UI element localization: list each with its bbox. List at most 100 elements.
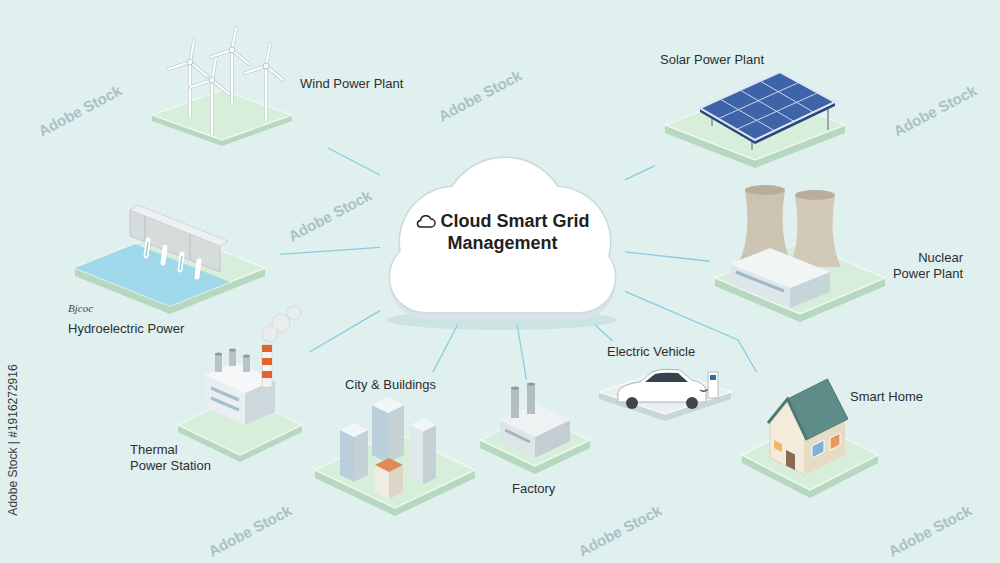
stock-id-watermark: Adobe Stock | #1916272916 [5, 364, 19, 515]
thermal-plant-node: Thermal Power Station [125, 345, 310, 480]
connector-line [625, 166, 655, 180]
city-buildings [410, 425, 423, 485]
thermal-plant [243, 355, 250, 358]
factory-building [500, 383, 570, 459]
smart-house [786, 450, 795, 470]
city-node: City & Buildings [315, 372, 480, 519]
city-buildings [340, 430, 354, 482]
electric-car [686, 397, 698, 409]
nuclear-plant [730, 185, 841, 308]
factory-building [527, 384, 535, 414]
node-label: Thermal Power Station [130, 442, 214, 474]
stock-watermark: Adobe Stock [205, 501, 294, 559]
factory-node: Factory [478, 380, 593, 500]
node-label: Solar Power Plant [660, 52, 764, 68]
thermal-plant [262, 371, 272, 378]
stock-watermark: Adobe Stock [890, 81, 979, 139]
ground-tile [75, 90, 885, 516]
electric-car [645, 373, 688, 382]
factory-building [505, 430, 530, 442]
cloud-fill [390, 158, 615, 312]
ground-tile [152, 90, 292, 140]
node-label: Hydroelectric Power [68, 321, 184, 337]
connector-line [328, 148, 380, 175]
stock-watermark: Adobe Stock [35, 81, 124, 139]
stock-watermark: Adobe Stock [885, 501, 974, 559]
electric-car [710, 375, 716, 380]
electric-car [626, 397, 638, 409]
connector-line [625, 291, 756, 372]
wind-turbines [245, 44, 283, 121]
smart-home-node: Smart Home [740, 372, 926, 502]
solar-panel [720, 99, 775, 131]
solar-panel [740, 90, 795, 122]
factory-building [511, 388, 519, 418]
connector-group [280, 148, 756, 380]
city-buildings [372, 405, 388, 463]
nuclear-plant-node: Nuclear Power Plant [710, 182, 966, 326]
wind-turbines [169, 28, 283, 135]
nuclear-plant [789, 195, 841, 267]
city-buildings [340, 397, 436, 499]
node-label: Factory [512, 481, 555, 497]
city-buildings [372, 397, 404, 413]
city-buildings [388, 405, 404, 463]
nuclear-plant [745, 185, 785, 195]
wind-turbines [169, 40, 207, 117]
hydro-plant-node: Hydroelectric Power [60, 190, 280, 340]
thermal-plant [262, 345, 272, 352]
hydro-dam [146, 240, 148, 256]
city-buildings [354, 430, 368, 482]
hydro-dam [163, 247, 165, 263]
thermal-plant [262, 345, 272, 387]
connector-line [433, 325, 457, 372]
cloud-icon [415, 214, 436, 228]
solar-panel [760, 81, 815, 113]
hydro-dam [144, 216, 146, 242]
cloud-border [390, 158, 615, 312]
connector-line [517, 325, 526, 380]
smart-house [768, 399, 807, 440]
thermal-plant [205, 306, 301, 425]
cloud-hub: Cloud Smart Grid Management [380, 152, 625, 325]
node-label: City & Buildings [345, 377, 436, 393]
node-label: Smart Home [850, 389, 923, 405]
connector-line [280, 247, 380, 254]
electric-car [708, 372, 718, 398]
solar-panel [700, 72, 835, 140]
city-buildings [340, 423, 368, 437]
city-buildings [423, 425, 436, 485]
connector-line [595, 325, 612, 341]
solar-panel [700, 72, 835, 150]
hydro-dam [146, 242, 148, 256]
thermal-plant [229, 349, 236, 352]
stock-watermark: Adobe Stock [285, 186, 374, 244]
nuclear-plant [730, 248, 830, 288]
thermal-plant [229, 350, 236, 366]
smart-house [812, 440, 824, 458]
thermal-plant [262, 358, 272, 365]
city-buildings [410, 419, 436, 432]
node-label: Electric Vehicle [607, 344, 695, 360]
hydro-dam [75, 205, 230, 306]
hydro-dam [197, 261, 199, 277]
thermal-plant [211, 398, 239, 410]
city-buildings [375, 458, 403, 472]
smart-house [830, 433, 840, 450]
thermal-plant [215, 354, 222, 372]
connector-line [625, 252, 710, 261]
factory-building [527, 383, 535, 386]
hydro-dam [180, 256, 182, 270]
wind-plant-node: Wind Power Plant [145, 35, 407, 148]
thermal-plant [243, 356, 250, 372]
factory-building [511, 387, 519, 390]
thermal-plant [262, 326, 278, 342]
hydro-dam [130, 205, 228, 246]
wind-turbines [191, 58, 229, 135]
stock-watermark: Adobe Stock [575, 501, 664, 559]
handwritten-mark: Bjcoc [68, 302, 93, 314]
electric-car [618, 369, 718, 409]
ground-tile [599, 370, 731, 414]
connector-line [310, 311, 380, 352]
nuclear-plant [736, 272, 784, 291]
